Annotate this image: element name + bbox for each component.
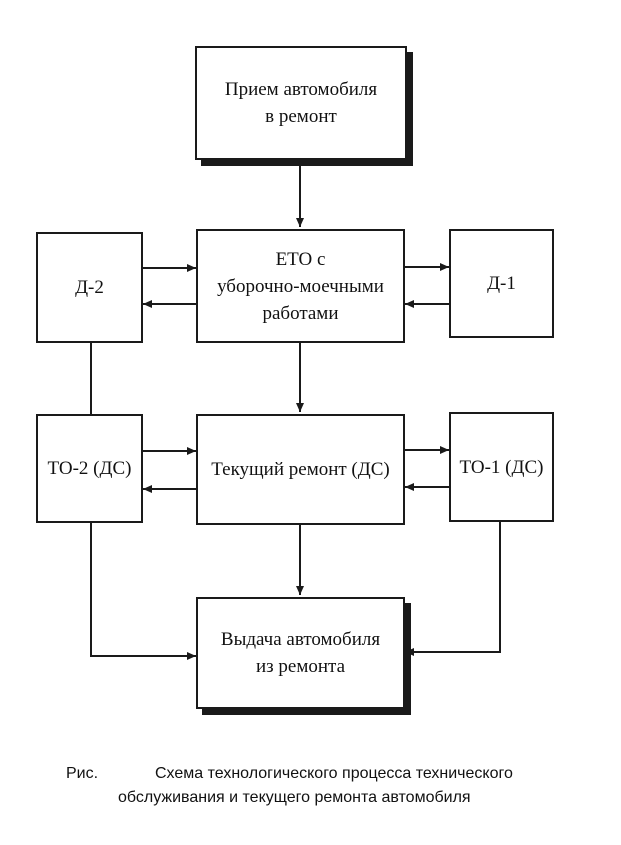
node-current-repair: Текущий ремонт (ДС)	[196, 414, 405, 525]
arrow-to1-to-release	[405, 522, 501, 656]
node-d1-label: Д-1	[487, 273, 516, 294]
arrow-to2-to-release	[90, 523, 196, 660]
node-d1: Д-1	[449, 229, 554, 338]
node-eto-label: ЕТО с уборочно-моечными работами	[217, 248, 384, 324]
node-eto: ЕТО с уборочно-моечными работами	[196, 229, 405, 343]
node-to1: ТО-1 (ДС)	[449, 412, 554, 522]
caption-line-1: Схема технологического процесса техничес…	[155, 765, 513, 782]
node-release-label: Выдача автомобиля из ремонта	[220, 629, 381, 677]
node-d2: Д-2	[36, 232, 143, 343]
node-to1-label: ТО-1 (ДС)	[459, 456, 544, 478]
node-current-repair-label: Текущий ремонт (ДС)	[211, 459, 390, 480]
node-release: Выдача автомобиля из ремонта	[196, 597, 405, 709]
node-reception: Прием автомобиля в ремонт	[195, 46, 407, 160]
caption-label: Рис.	[66, 765, 99, 782]
node-d2-label: Д-2	[75, 277, 104, 298]
caption-line-2: обслуживания и текущего ремонта автомоби…	[118, 789, 471, 806]
node-reception-label: Прием автомобиля в ремонт	[224, 79, 378, 127]
node-to2: ТО-2 (ДС)	[36, 414, 143, 523]
node-to2-label: ТО-2 (ДС)	[47, 458, 132, 479]
